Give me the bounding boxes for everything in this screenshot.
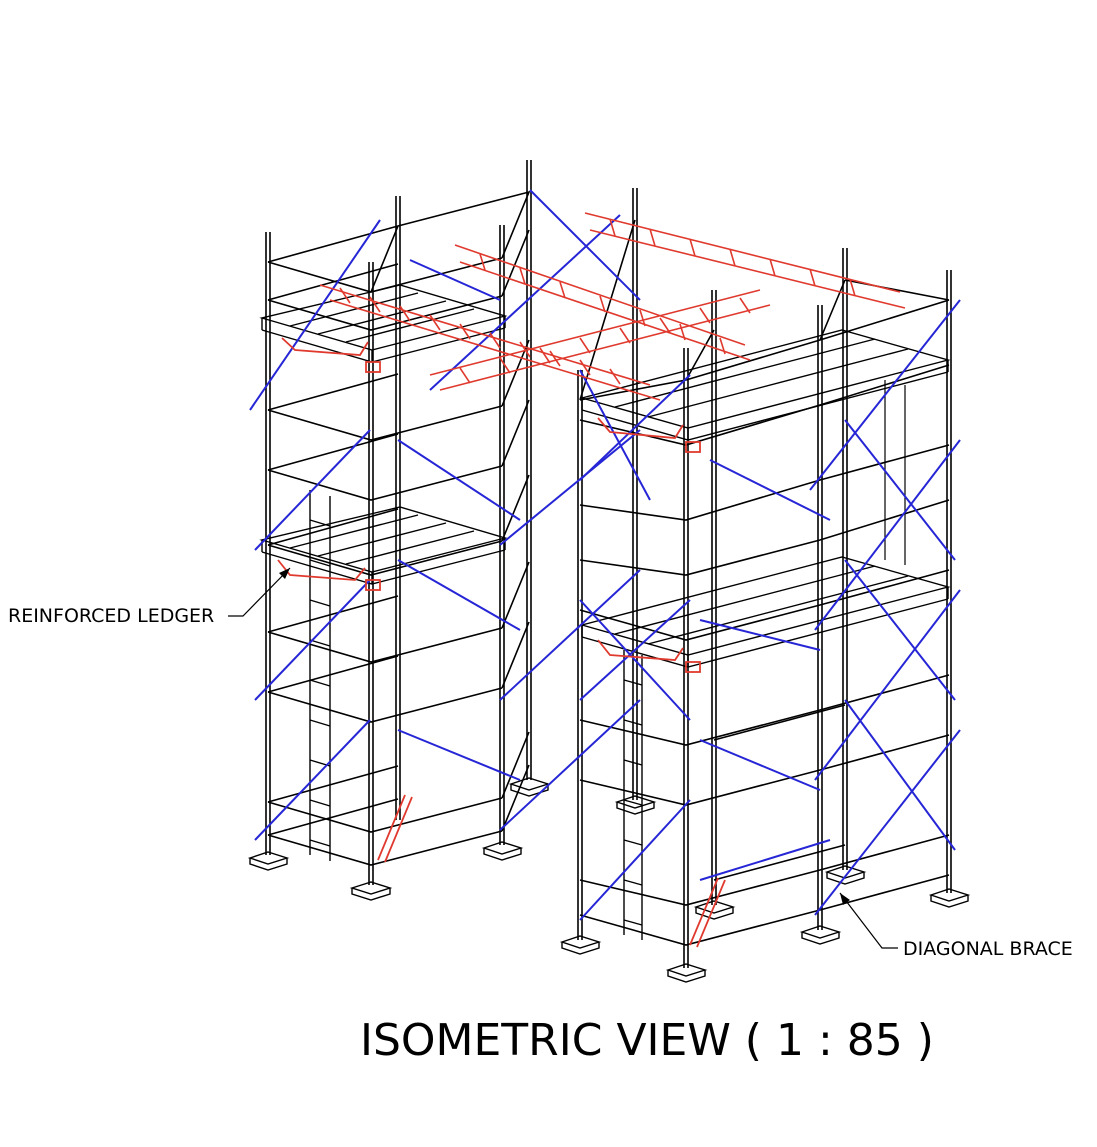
right-tower-side-ladder <box>884 380 906 565</box>
right-tower <box>559 188 971 983</box>
reinforced-ledgers <box>277 337 726 948</box>
left-tower-decks <box>259 284 508 585</box>
callout-diagonal-brace: DIAGONAL BRACE <box>839 892 1073 960</box>
diagonal-braces <box>249 189 961 921</box>
diagonal-brace-label: DIAGONAL BRACE <box>903 938 1073 960</box>
drawing-title: ISOMETRIC VIEW ( 1 : 85 ) <box>360 1015 934 1066</box>
reinforced-ledger-label: REINFORCED LEDGER <box>8 605 214 627</box>
left-tower <box>247 160 551 901</box>
right-tower-ladder <box>623 650 643 940</box>
top-ladders <box>319 212 906 401</box>
left-tower-base-plates <box>247 777 551 901</box>
left-tower-ladder <box>309 490 331 861</box>
callout-reinforced-ledger: REINFORCED LEDGER <box>8 567 291 627</box>
right-tower-decks <box>579 329 951 668</box>
right-tower-ledgers <box>579 219 950 946</box>
